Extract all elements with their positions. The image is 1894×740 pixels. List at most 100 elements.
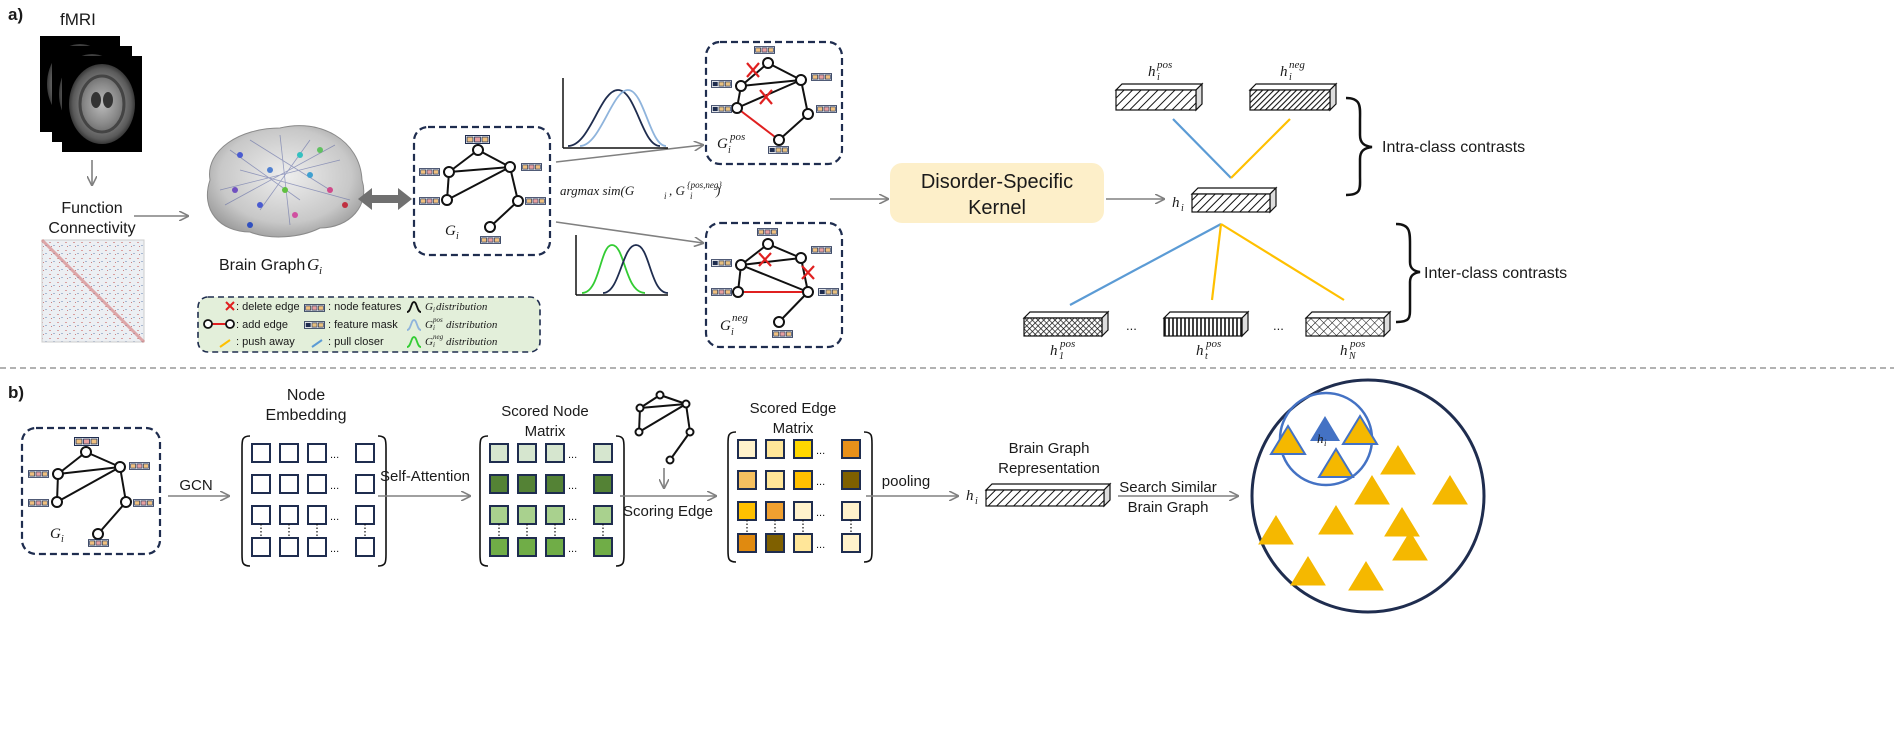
matrix-row-ellipsis: ...	[330, 543, 339, 555]
matrix-cell	[545, 537, 565, 557]
gneg-symbol: G	[720, 318, 731, 334]
brain-graph-label: Brain Graph	[219, 257, 305, 274]
svg-text:i: i	[1157, 72, 1160, 83]
gpos-feature-1	[754, 46, 775, 54]
hneg-label: h	[1280, 64, 1288, 80]
sample-triangle	[1384, 507, 1420, 537]
matrix-cell	[251, 474, 271, 494]
gpos-feature-3	[816, 105, 837, 113]
panel-b-label: b)	[8, 383, 24, 402]
svg-text:i: i	[433, 306, 435, 314]
hNpos-embedding	[1304, 310, 1392, 338]
svg-text:i: i	[433, 324, 435, 332]
scored-edge-label-2: Matrix	[773, 420, 814, 437]
htpos-embedding	[1162, 310, 1250, 338]
legend-gneg-dist: distribution	[446, 336, 498, 348]
gpos-mask-1	[711, 80, 732, 88]
matrix-row-ellipsis: ...	[568, 449, 577, 461]
pull-closer-line-2	[1069, 223, 1222, 306]
matrix-cell	[793, 439, 813, 459]
matrix-cell	[517, 474, 537, 494]
matrix-row-ellipsis: ...	[816, 445, 825, 457]
gpos-graph	[731, 57, 814, 146]
matrix-cell	[765, 533, 785, 553]
gpos-graph-box	[704, 40, 844, 166]
matrix-cell	[517, 537, 537, 557]
matrix-row-ellipsis: ...	[568, 511, 577, 523]
node-embedding-label-1: Node	[287, 387, 325, 404]
gcn-label: GCN	[179, 477, 212, 494]
sample-triangle	[1258, 515, 1294, 545]
hpos-label: h	[1148, 64, 1156, 80]
legend: : delete edge : add edge : push away : n…	[203, 301, 498, 349]
argmax-comma: , G	[669, 183, 686, 198]
matrix-cell	[251, 443, 271, 463]
matrix-row-ellipsis: ...	[330, 449, 339, 461]
gi-feature-1	[465, 135, 490, 144]
sample-triangle	[1318, 505, 1354, 535]
double-arrow	[358, 188, 412, 210]
matrix-cell	[841, 533, 861, 553]
gi-feature-4	[419, 197, 440, 205]
scored-edge-matrix: ............	[727, 431, 873, 563]
argmax-close: )	[715, 183, 720, 198]
gpos-delete-marks	[746, 62, 773, 105]
inter-bracket	[1395, 222, 1421, 324]
b-gi-symbol: G	[50, 526, 61, 542]
matrix-cell	[517, 443, 537, 463]
scored-node-label-1: Scored Node	[501, 403, 589, 420]
svg-text:i: i	[1181, 203, 1184, 214]
neighbor-triangle-outline	[1317, 447, 1355, 478]
matrix-cell	[737, 533, 757, 553]
matrix-cell	[737, 470, 757, 490]
matrix-cell	[489, 474, 509, 494]
intra-class-label: Intra-class contrasts	[1382, 139, 1525, 156]
inter-class-label: Inter-class contrasts	[1424, 265, 1567, 282]
argmax-expr: argmax sim(G	[560, 183, 635, 198]
gneg-feature-3	[711, 288, 732, 296]
svg-text:i: i	[1289, 72, 1292, 83]
gneg-mask-1	[711, 259, 732, 267]
gi-feature-2	[419, 168, 440, 176]
scoring-edge-label: Scoring Edge	[623, 503, 713, 520]
gpos-sub: i	[728, 145, 731, 156]
sample-triangle	[1432, 475, 1468, 505]
matrix-cell	[307, 443, 327, 463]
gneg-sub: i	[731, 327, 734, 338]
matrix-row-ellipsis: ...	[816, 507, 825, 519]
hi-label: h	[1172, 195, 1180, 211]
matrix-cell	[279, 474, 299, 494]
neighbor-triangle-outline	[1341, 414, 1379, 445]
scoring-edge-graph	[634, 390, 695, 465]
scored-node-label-2: Matrix	[525, 423, 566, 440]
matrix-cell	[793, 533, 813, 553]
pull-closer-line	[1172, 118, 1232, 179]
svg-text:i: i	[1324, 438, 1327, 448]
neighbor-triangle-outline	[1269, 424, 1307, 455]
intra-bracket	[1345, 96, 1373, 197]
matrix-cell	[307, 505, 327, 525]
sample-triangle	[1380, 445, 1416, 475]
node-embedding-label-2: Embedding	[266, 407, 347, 424]
brain-graph-symbol: G	[307, 255, 319, 274]
matrix-row-ellipsis: ...	[330, 480, 339, 492]
sample-triangle	[1290, 556, 1326, 586]
matrix-cell	[593, 505, 613, 525]
pos-distribution-plot	[562, 78, 668, 149]
push-away-line	[1230, 118, 1291, 179]
legend-push-away: : push away	[236, 336, 295, 348]
matrix-cell	[765, 501, 785, 521]
svg-text:1: 1	[1059, 351, 1064, 362]
gi-to-neg-arrow	[555, 221, 703, 243]
matrix-row-ellipsis: ...	[568, 480, 577, 492]
svg-text:pos: pos	[1059, 338, 1075, 350]
search-label-2: Brain Graph	[1128, 499, 1209, 516]
gi-to-pos-arrow	[555, 145, 703, 163]
fmri-stack	[40, 36, 142, 152]
gpos-feature-2	[811, 73, 832, 81]
matrix-cell	[307, 537, 327, 557]
search-label-1: Search Similar	[1119, 479, 1217, 496]
matrix-cell	[355, 505, 375, 525]
gpos-mask-3	[768, 146, 789, 154]
push-away-line-3	[1220, 223, 1345, 301]
